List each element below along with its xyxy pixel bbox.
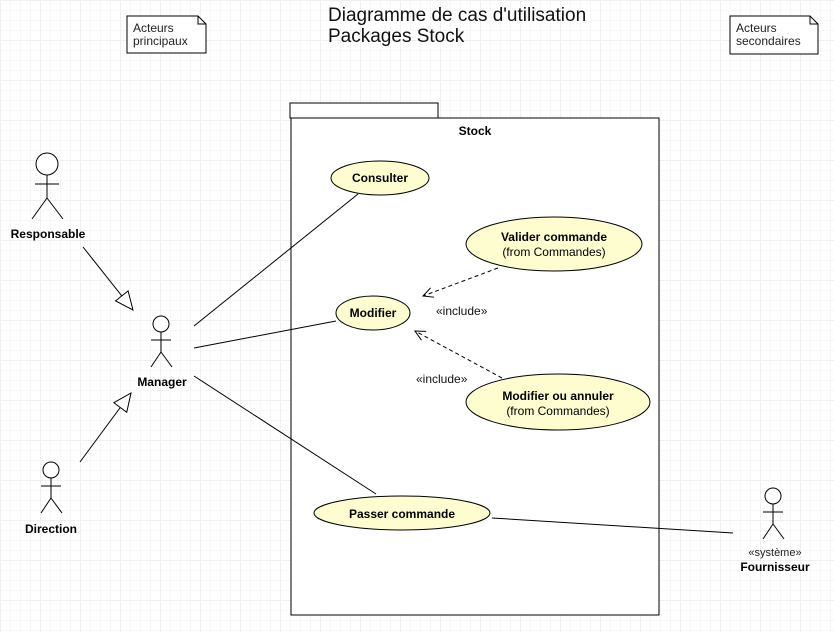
association-manager-modifier[interactable]: [193, 320, 337, 349]
include-modifier-annuler-modifier[interactable]: [415, 331, 503, 379]
package-name: Stock: [459, 124, 492, 138]
actor-manager[interactable]: [150, 315, 173, 368]
usecase-valider-from: (from Commandes): [502, 245, 605, 259]
diagram-title: Diagramme de cas d'utilisation Packages …: [328, 5, 586, 47]
note-primary-actors[interactable]: [126, 15, 207, 54]
note-secondary-actors[interactable]: [729, 15, 819, 55]
association-manager-consulter[interactable]: [193, 193, 359, 327]
association-passer-fournisseur[interactable]: [491, 517, 734, 534]
include-label-1: «include»: [436, 304, 488, 318]
actor-direction-label: Direction: [25, 522, 77, 536]
association-manager-passer[interactable]: [193, 375, 377, 495]
usecase-modifier-ou-annuler[interactable]: Modifier ou annuler (from Commandes): [465, 373, 651, 431]
note-secondary-text: Acteurs secondaires: [736, 22, 801, 48]
usecase-consulter-label: Consulter: [352, 171, 408, 185]
actor-responsable[interactable]: [31, 152, 64, 220]
actor-fournisseur[interactable]: [762, 487, 785, 540]
generalization-direction-manager[interactable]: [79, 393, 131, 463]
generalization-responsable-manager[interactable]: [82, 246, 133, 310]
usecase-passer-label: Passer commande: [349, 507, 455, 521]
actor-responsable-label: Responsable: [11, 227, 86, 241]
usecase-modifier-annuler-label: Modifier ou annuler: [502, 389, 614, 403]
actor-fournisseur-stereotype: «système»: [748, 547, 801, 559]
note-primary-line1: Acteurs: [133, 21, 174, 35]
actor-manager-label: Manager: [137, 375, 187, 389]
note-primary-text: Acteurs principaux: [133, 22, 188, 48]
note-primary-line2: principaux: [133, 34, 188, 48]
include-label-2: «include»: [416, 372, 468, 386]
diagram-title-line2: Packages Stock: [328, 26, 465, 47]
usecase-modifier-label: Modifier: [350, 306, 397, 320]
usecase-passer-commande[interactable]: Passer commande: [313, 495, 491, 531]
include-valider-modifier[interactable]: [423, 267, 499, 296]
usecase-modifier-annuler-from: (from Commandes): [506, 404, 609, 418]
usecase-modifier[interactable]: Modifier: [335, 295, 411, 331]
note-secondary-line1: Acteurs: [736, 21, 777, 35]
actor-direction[interactable]: [40, 461, 63, 514]
package-stock[interactable]: Stock: [289, 102, 660, 616]
usecase-consulter[interactable]: Consulter: [330, 160, 430, 196]
actor-fournisseur-label: Fournisseur: [740, 560, 810, 574]
note-secondary-line2: secondaires: [736, 34, 801, 48]
usecase-valider-label: Valider commande: [501, 230, 607, 244]
usecase-valider-commande[interactable]: Valider commande (from Commandes): [465, 216, 643, 272]
diagram-title-line1: Diagramme de cas d'utilisation: [328, 5, 587, 26]
